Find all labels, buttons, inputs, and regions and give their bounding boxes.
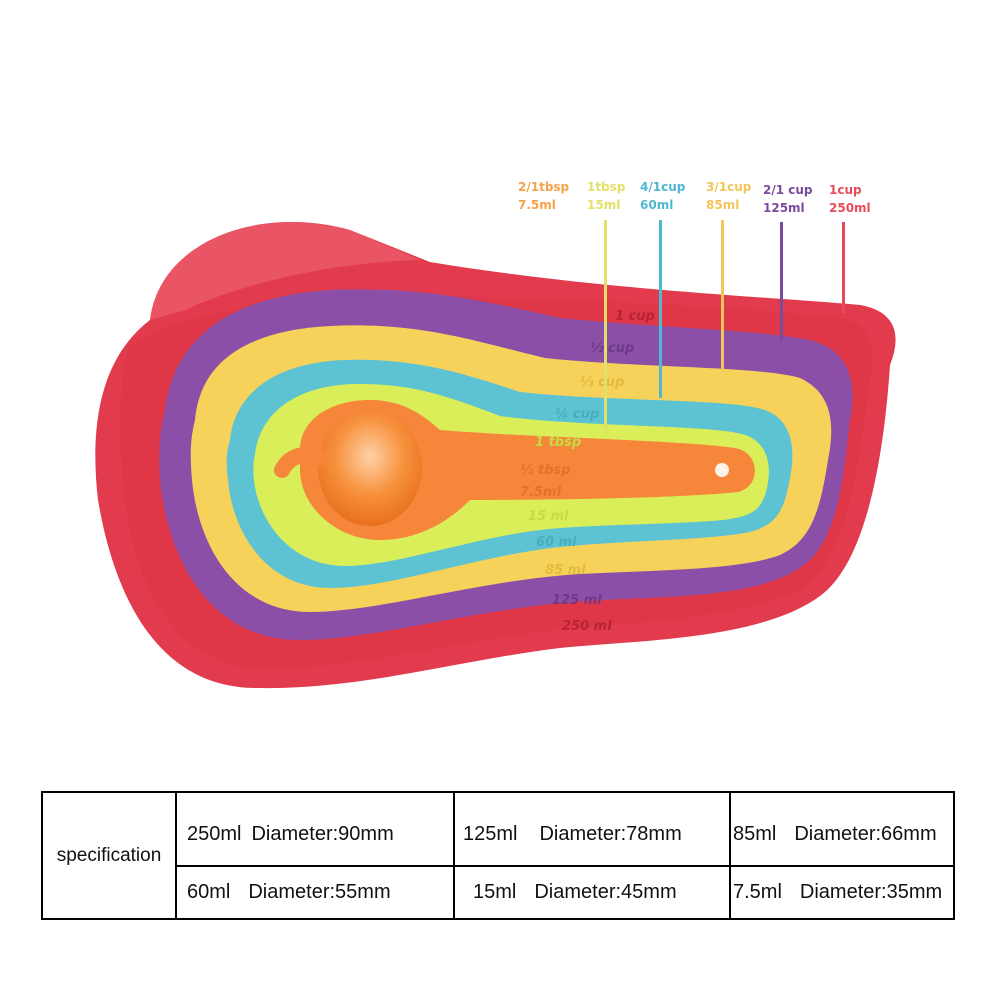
capacity-value: 15ml <box>473 881 517 904</box>
measuring-cups-photo: 1 cup ½ cup ⅓ cup ¼ cup 1 tbsp ½ tbsp 7.… <box>95 222 896 689</box>
diameter-value: Diameter:66mm <box>794 822 937 845</box>
callout-125ml-fraction: 2/1 cup <box>763 183 813 197</box>
embossed-lime-ml: 15 ml <box>528 509 569 524</box>
table-cell: 125ml Diameter:78mm <box>453 790 731 868</box>
diameter-value: Diameter:78mm <box>539 822 682 845</box>
callout-250ml-volume: 250ml <box>829 201 871 215</box>
table-cell: 15ml Diameter:45mm <box>453 865 731 920</box>
embossed-markings: 1 cup ½ cup ⅓ cup ¼ cup 1 tbsp ½ tbsp 7.… <box>520 309 655 634</box>
table-row: 60ml Diameter:55mm 15ml Diameter:45mm 7.5m… <box>42 865 955 920</box>
callout-250ml-fraction: 1cup <box>829 183 862 197</box>
diameter-value: Diameter:45mm <box>534 881 677 904</box>
callout-15ml: 1tbsp 15ml <box>587 178 625 214</box>
table-cell: 250ml Diameter:90mm <box>175 790 455 868</box>
callout-60ml-fraction: 4/1cup <box>640 180 686 194</box>
leader-line-85ml <box>721 220 724 370</box>
table-cell: 85ml Diameter:66mm <box>729 790 955 868</box>
capacity-value: 7.5ml <box>733 881 782 904</box>
capacity-value: 60ml <box>187 881 231 904</box>
callout-60ml: 4/1cup 60ml <box>640 178 685 214</box>
capacity-value: 125ml <box>463 822 518 845</box>
embossed-orange-ml: 7.5ml <box>520 485 562 500</box>
callout-125ml: 2/1 cup 125ml <box>763 181 813 217</box>
embossed-yellow-ml: 85 ml <box>545 563 586 578</box>
callout-7-5ml: 2/1tbsp 7.5ml <box>518 178 569 214</box>
embossed-yellow-top: ⅓ cup <box>580 375 624 390</box>
orange-spoon <box>274 400 755 540</box>
callout-15ml-volume: 15ml <box>587 198 621 212</box>
callout-85ml: 3/1cup 85ml <box>706 178 751 214</box>
callout-15ml-fraction: 1tbsp <box>587 180 626 194</box>
diameter-value: Diameter:90mm <box>251 822 394 845</box>
capacity-value: 85ml <box>733 822 777 845</box>
leader-line-15ml <box>604 220 607 430</box>
table-cell: 7.5ml Diameter:35mm <box>729 865 955 920</box>
callout-60ml-volume: 60ml <box>640 198 674 212</box>
embossed-red-ml: 250 ml <box>562 619 612 634</box>
specification-header: specification <box>41 791 177 920</box>
leader-line-60ml <box>659 220 662 398</box>
callout-7-5ml-volume: 7.5ml <box>518 198 556 212</box>
leader-line-125ml <box>780 222 783 340</box>
diameter-value: Diameter:35mm <box>799 881 943 904</box>
embossed-purple-ml: 125 ml <box>552 593 602 608</box>
callout-125ml-volume: 125ml <box>763 201 805 215</box>
callout-85ml-volume: 85ml <box>706 198 740 212</box>
diameter-value: Diameter:55mm <box>248 881 391 904</box>
table-cell: 60ml Diameter:55mm <box>175 865 455 920</box>
embossed-teal-ml: 60 ml <box>536 535 577 550</box>
capacity-value: 250ml <box>187 822 242 845</box>
leader-line-250ml <box>842 222 845 314</box>
embossed-teal-top: ¼ cup <box>555 407 599 422</box>
embossed-orange-top: ½ tbsp <box>520 463 571 478</box>
callout-85ml-fraction: 3/1cup <box>706 180 752 194</box>
callout-7-5ml-fraction: 2/1tbsp <box>518 180 570 194</box>
embossed-red-top: 1 cup <box>615 309 655 324</box>
callout-250ml: 1cup 250ml <box>829 181 871 217</box>
embossed-purple-top: ½ cup <box>590 341 634 356</box>
embossed-lime-top: 1 tbsp <box>535 435 581 450</box>
